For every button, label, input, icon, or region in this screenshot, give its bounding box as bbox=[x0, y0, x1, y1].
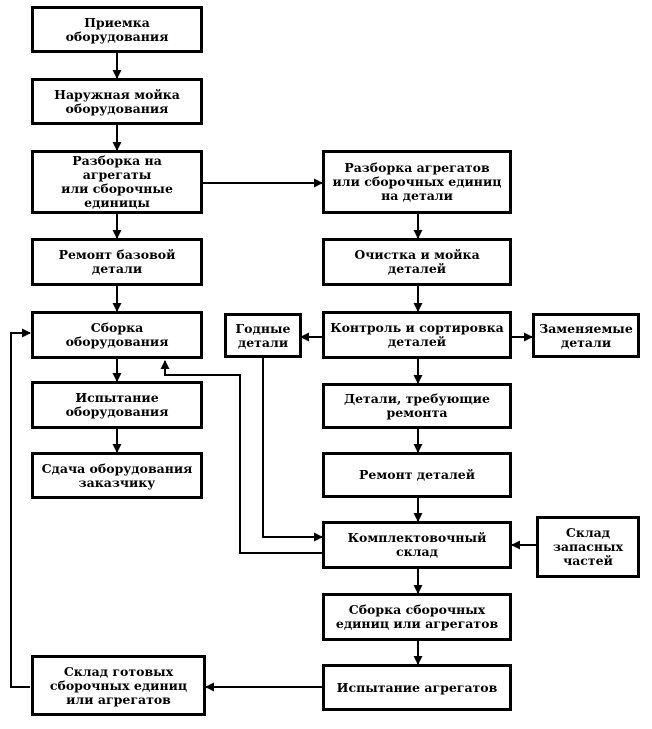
box-remont-det: Ремонт деталей bbox=[322, 452, 512, 498]
box-komplekt: Комплектовочный склад bbox=[322, 521, 512, 569]
box-godnye: Годные детали bbox=[224, 313, 302, 358]
arrow-komplekt-to-sborka-obor bbox=[160, 360, 322, 554]
box-trebuyuschie: Детали, требующие ремонта bbox=[322, 383, 512, 429]
box-ispytanie-agr: Испытание агрегатов bbox=[322, 664, 512, 711]
box-kontrol: Контроль и сортировка деталей bbox=[322, 311, 512, 359]
arrow-sklad-got-to-sborka-obor bbox=[10, 328, 31, 688]
box-sborka-obor: Сборка оборудования bbox=[31, 311, 203, 359]
box-ochistka: Очистка и мойка деталей bbox=[322, 238, 512, 286]
box-sklad-got: Склад готовых сборочных единиц или агрег… bbox=[31, 655, 206, 716]
box-razborka-agr: Разборка на агрегаты или сборочные едини… bbox=[31, 150, 203, 214]
box-remont-baz: Ремонт базовой детали bbox=[31, 238, 203, 286]
box-moika: Наружная мойка оборудования bbox=[31, 78, 203, 125]
box-sborka-sb: Сборка сборочных единиц или агрегатов bbox=[322, 593, 512, 641]
box-zamenyaemye: Заменяемые детали bbox=[532, 313, 640, 358]
box-sklad-zap: Склад запасных частей bbox=[536, 516, 640, 578]
box-sdacha: Сдача оборудования заказчику bbox=[31, 452, 203, 499]
box-razborka-det: Разборка агрегатов или сборочных единиц … bbox=[322, 150, 512, 214]
arrow-godnye-to-komplekt bbox=[262, 358, 323, 542]
box-ispytanie-obor: Испытание оборудования bbox=[31, 381, 203, 429]
box-priemka: Приемка оборудования bbox=[31, 6, 203, 53]
